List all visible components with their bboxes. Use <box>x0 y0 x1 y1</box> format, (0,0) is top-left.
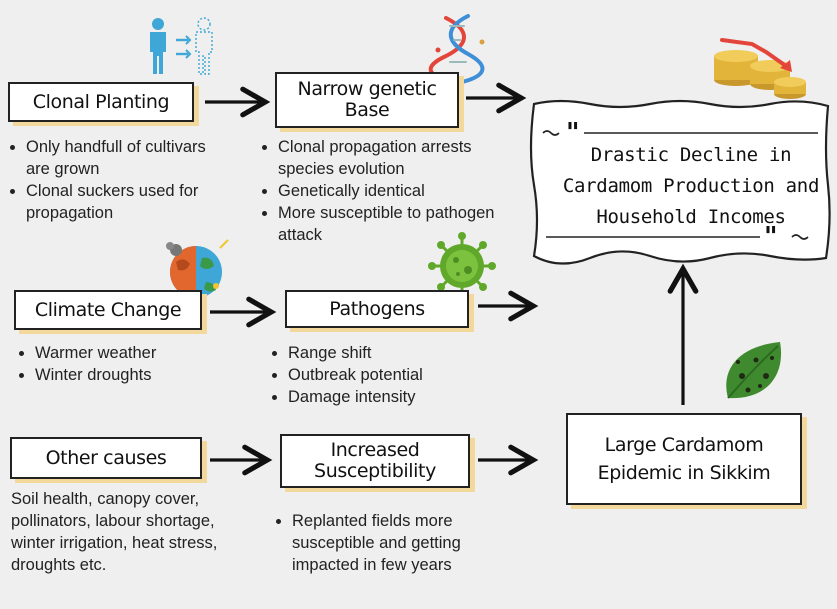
clonal-planting-box: Clonal Planting <box>8 82 194 122</box>
pathogens-box: Pathogens <box>285 290 469 328</box>
epidemic-box: Large Cardamom Epidemic in Sikkim <box>566 413 802 505</box>
earth-climate-icon <box>166 239 229 298</box>
outcome-label: Drastic Decline in Cardamom Production a… <box>562 144 820 228</box>
genetic-bullet-2: Genetically identical <box>278 180 528 202</box>
increased-susceptibility-box: Increased Susceptibility <box>280 434 470 488</box>
coins-decline-icon <box>714 38 806 99</box>
narrow-genetic-base-label: Narrow genetic Base <box>297 78 437 121</box>
clone-person-icon <box>150 17 213 75</box>
clonal-bullet-1: Only handfull of cultivars are grown <box>26 136 222 180</box>
other-causes-label: Other causes <box>45 446 167 469</box>
pathogens-label: Pathogens <box>329 297 425 320</box>
pathogen-bullet-2: Outbreak potential <box>288 364 508 386</box>
narrow-genetic-base-box: Narrow genetic Base <box>275 72 459 128</box>
open-quote: " <box>566 118 580 148</box>
diseased-leaf-icon <box>726 342 782 399</box>
other-causes-box: Other causes <box>10 437 202 479</box>
clonal-planting-label: Clonal Planting <box>32 90 170 113</box>
outcome-deco-tilde-left <box>542 130 560 136</box>
increased-susceptibility-label: Increased Susceptibility <box>314 439 436 482</box>
pathogen-bullet-list: Range shift Outbreak potential Damage in… <box>268 342 508 408</box>
climate-bullet-list: Warmer weather Winter droughts <box>15 342 235 386</box>
clonal-bullet-list: Only handfull of cultivars are grown Clo… <box>6 136 222 224</box>
outcome-frame <box>529 99 831 265</box>
pathogen-bullet-1: Range shift <box>288 342 508 364</box>
susceptibility-bullet-list: Replanted fields more susceptible and ge… <box>272 510 532 576</box>
genetic-bullet-list: Clonal propagation arrests species evolu… <box>258 136 528 246</box>
pathogen-bullet-3: Damage intensity <box>288 386 508 408</box>
climate-change-box: Climate Change <box>14 290 202 330</box>
clonal-bullet-2: Clonal suckers used for propagation <box>26 180 222 224</box>
genetic-bullet-3: More susceptible to pathogen attack <box>278 202 528 246</box>
climate-change-label: Climate Change <box>34 298 182 321</box>
virus-icon <box>428 232 496 300</box>
outcome-deco-tilde-right <box>791 234 809 240</box>
susceptibility-bullet-1: Replanted fields more susceptible and ge… <box>292 510 532 576</box>
genetic-bullet-1: Clonal propagation arrests species evolu… <box>278 136 528 180</box>
close-quote: " <box>764 222 778 252</box>
climate-bullet-1: Warmer weather <box>35 342 235 364</box>
epidemic-label: Large Cardamom Epidemic in Sikkim <box>597 433 771 485</box>
other-causes-text: Soil health, canopy cover, pollinators, … <box>11 490 218 574</box>
climate-bullet-2: Winter droughts <box>35 364 235 386</box>
